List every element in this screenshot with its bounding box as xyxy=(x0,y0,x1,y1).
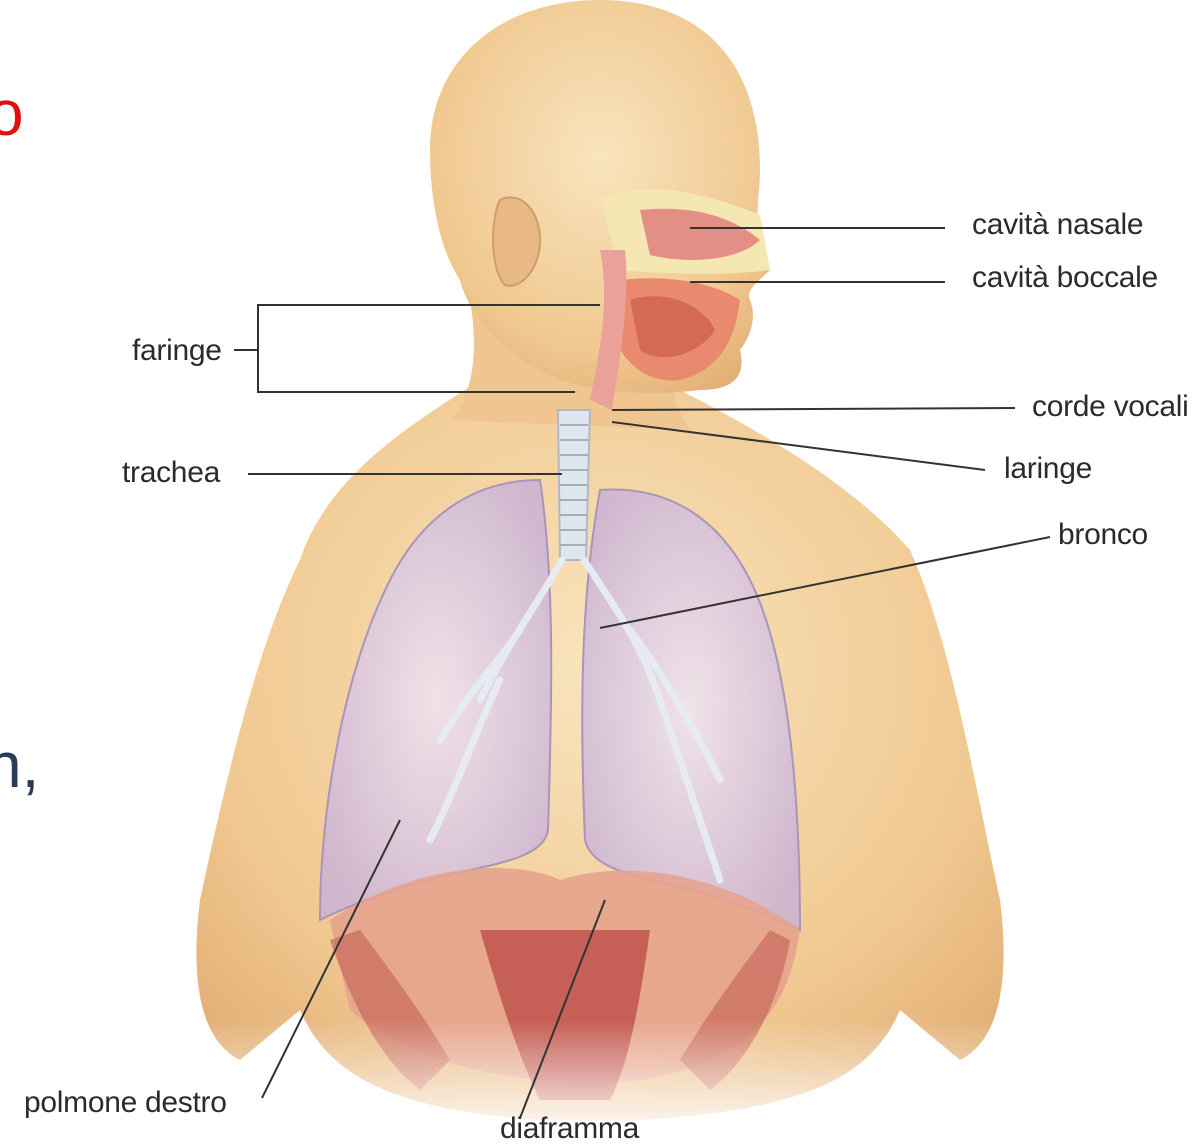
edge-text-red: o xyxy=(0,76,24,150)
edge-text-dark: n, xyxy=(0,728,39,802)
label-faringe: faringe xyxy=(132,334,222,368)
label-trachea: trachea xyxy=(122,456,220,490)
label-corde-vocali: corde vocali xyxy=(1032,390,1188,424)
label-cavita-nasale: cavità nasale xyxy=(972,208,1143,242)
label-diaframma: diaframma xyxy=(500,1112,639,1146)
label-polmone-destro: polmone destro xyxy=(24,1086,227,1120)
label-bronco: bronco xyxy=(1058,518,1148,552)
label-laringe: laringe xyxy=(1004,452,1092,486)
label-cavita-boccale: cavità boccale xyxy=(972,261,1158,295)
